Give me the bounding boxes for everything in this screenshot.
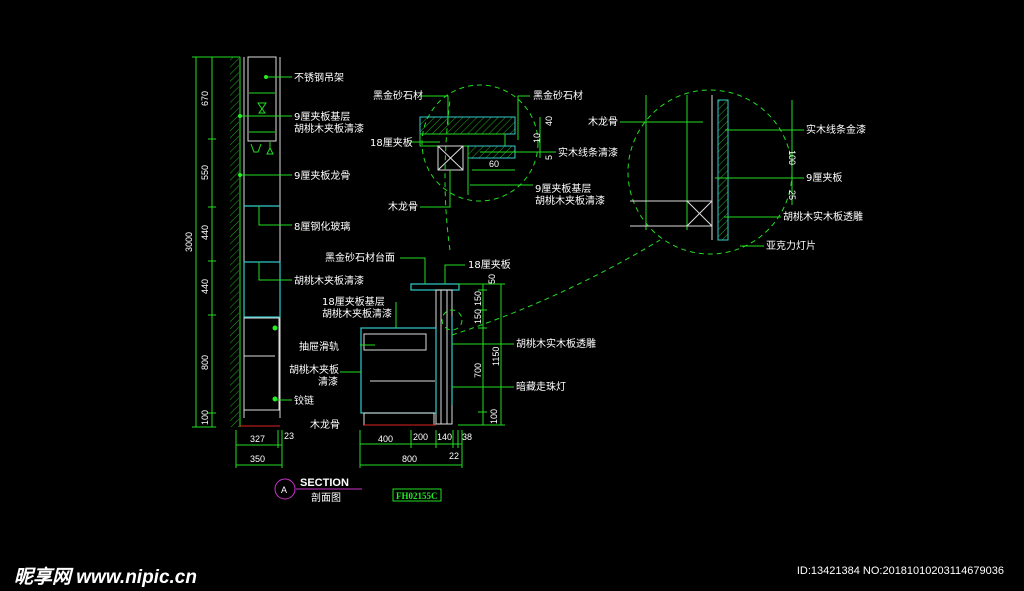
dim-440: 440 bbox=[200, 279, 210, 294]
section-title: A SECTION 剖面图 FH02155C bbox=[274, 477, 442, 504]
label-varnish: 清漆 bbox=[318, 375, 338, 388]
detail-circle-1: 黑金砂石材 黑金砂石材 18厘夹板 实木线条清漆 9厘夹板基层 胡桃木夹板清漆 … bbox=[370, 84, 618, 213]
dim-150: 150 bbox=[473, 291, 483, 306]
dim-140: 140 bbox=[437, 432, 452, 442]
label-walnut-veneer: 胡桃木夹板清漆 bbox=[535, 194, 605, 207]
label-wood-keel: 木龙骨 bbox=[310, 418, 340, 431]
dim-38: 38 bbox=[462, 432, 472, 442]
label-walnut-plywood: 胡桃木夹板 bbox=[289, 363, 339, 376]
dim-100: 100 bbox=[787, 150, 797, 165]
dim-3000: 3000 bbox=[184, 232, 194, 252]
label-plywood-keel: 9厘夹板龙骨 bbox=[294, 169, 350, 182]
label-wood-keel: 木龙骨 bbox=[588, 115, 618, 128]
dim-60: 60 bbox=[489, 159, 499, 169]
section-marker: A bbox=[281, 485, 287, 495]
dim-670: 670 bbox=[200, 91, 210, 106]
tall-cabinet-section: 670 550 440 440 800 100 3000 327 23 350 … bbox=[184, 56, 364, 468]
label-walnut-veneer: 胡桃木夹板清漆 bbox=[322, 307, 392, 320]
dim-800: 800 bbox=[200, 355, 210, 370]
section-subtitle: 剖面图 bbox=[311, 491, 341, 504]
label-walnut-carving: 胡桃木实木板透雕 bbox=[783, 210, 863, 223]
label-black-granite: 黑金砂石材 bbox=[533, 89, 583, 102]
label-walnut-veneer: 胡桃木夹板清漆 bbox=[294, 274, 364, 287]
dim-23: 23 bbox=[284, 431, 294, 441]
section-heading: SECTION bbox=[300, 477, 349, 489]
dim-440: 440 bbox=[200, 225, 210, 240]
dim-50: 50 bbox=[487, 274, 497, 284]
label-drawer-slide: 抽屉滑轨 bbox=[299, 340, 339, 353]
label-black-granite-top: 黑金砂石材台面 bbox=[325, 251, 395, 264]
label-black-granite: 黑金砂石材 bbox=[373, 89, 423, 102]
detail-circle-2: 木龙骨 实木线条金漆 9厘夹板 胡桃木实木板透雕 亚克力灯片 100 25 bbox=[588, 89, 866, 255]
watermark-id: ID:13421384 NO:20181010203114679036 bbox=[796, 565, 1004, 577]
label-acrylic-light: 亚克力灯片 bbox=[766, 239, 816, 252]
dim-22: 22 bbox=[449, 451, 459, 461]
label-9mm-plywood: 9厘夹板 bbox=[806, 171, 842, 184]
label-hinge: 铰链 bbox=[294, 394, 314, 407]
label-18mm-base: 18厘夹板基层 bbox=[322, 295, 385, 308]
drawing-code: FH02155C bbox=[396, 491, 438, 501]
dim-550: 550 bbox=[200, 165, 210, 180]
label-wood-keel: 木龙骨 bbox=[388, 200, 418, 213]
label-9mm-base: 9厘夹板基层 bbox=[535, 182, 591, 195]
label-tempered-glass: 8厘钢化玻璃 bbox=[294, 220, 350, 233]
label-solid-wood-gold: 实木线条金漆 bbox=[806, 123, 866, 136]
glass-icon bbox=[250, 142, 274, 155]
dim-327: 327 bbox=[250, 434, 265, 444]
dim-25: 25 bbox=[787, 190, 797, 200]
dim-5: 5 bbox=[544, 155, 554, 160]
label-hidden-led: 暗藏走珠灯 bbox=[516, 380, 566, 393]
glass-icon bbox=[257, 102, 267, 114]
watermark-logo: 昵享网 www.nipic.cn bbox=[14, 567, 197, 588]
wall-hatch bbox=[230, 57, 239, 427]
dim-100: 100 bbox=[200, 410, 210, 425]
label-walnut-carving: 胡桃木实木板透雕 bbox=[516, 337, 596, 350]
label-stainless-rack: 不锈钢吊架 bbox=[294, 71, 344, 84]
dim-1150: 1150 bbox=[491, 347, 501, 366]
label-plywood-base: 9厘夹板基层 bbox=[294, 110, 350, 123]
label-18mm-plywood: 18厘夹板 bbox=[468, 258, 511, 271]
counter-section: 黑金砂石材台面 18厘夹板 18厘夹板基层 胡桃木夹板清漆 胡桃木实木板透雕 暗… bbox=[322, 99, 661, 468]
dim-100: 100 bbox=[489, 409, 499, 424]
dim-400: 400 bbox=[378, 434, 393, 444]
dim-150: 150 bbox=[473, 309, 483, 324]
dim-800: 800 bbox=[402, 454, 417, 464]
dim-10: 10 bbox=[532, 133, 542, 143]
label-solid-wood-trim: 实木线条清漆 bbox=[558, 146, 618, 159]
dim-200: 200 bbox=[413, 432, 428, 442]
dim-40: 40 bbox=[544, 116, 554, 126]
label-walnut-veneer: 胡桃木夹板清漆 bbox=[294, 122, 364, 135]
hanging-rack bbox=[247, 56, 277, 142]
dim-350: 350 bbox=[250, 454, 265, 464]
dim-700: 700 bbox=[473, 363, 483, 378]
label-18mm-plywood: 18厘夹板 bbox=[370, 136, 413, 149]
